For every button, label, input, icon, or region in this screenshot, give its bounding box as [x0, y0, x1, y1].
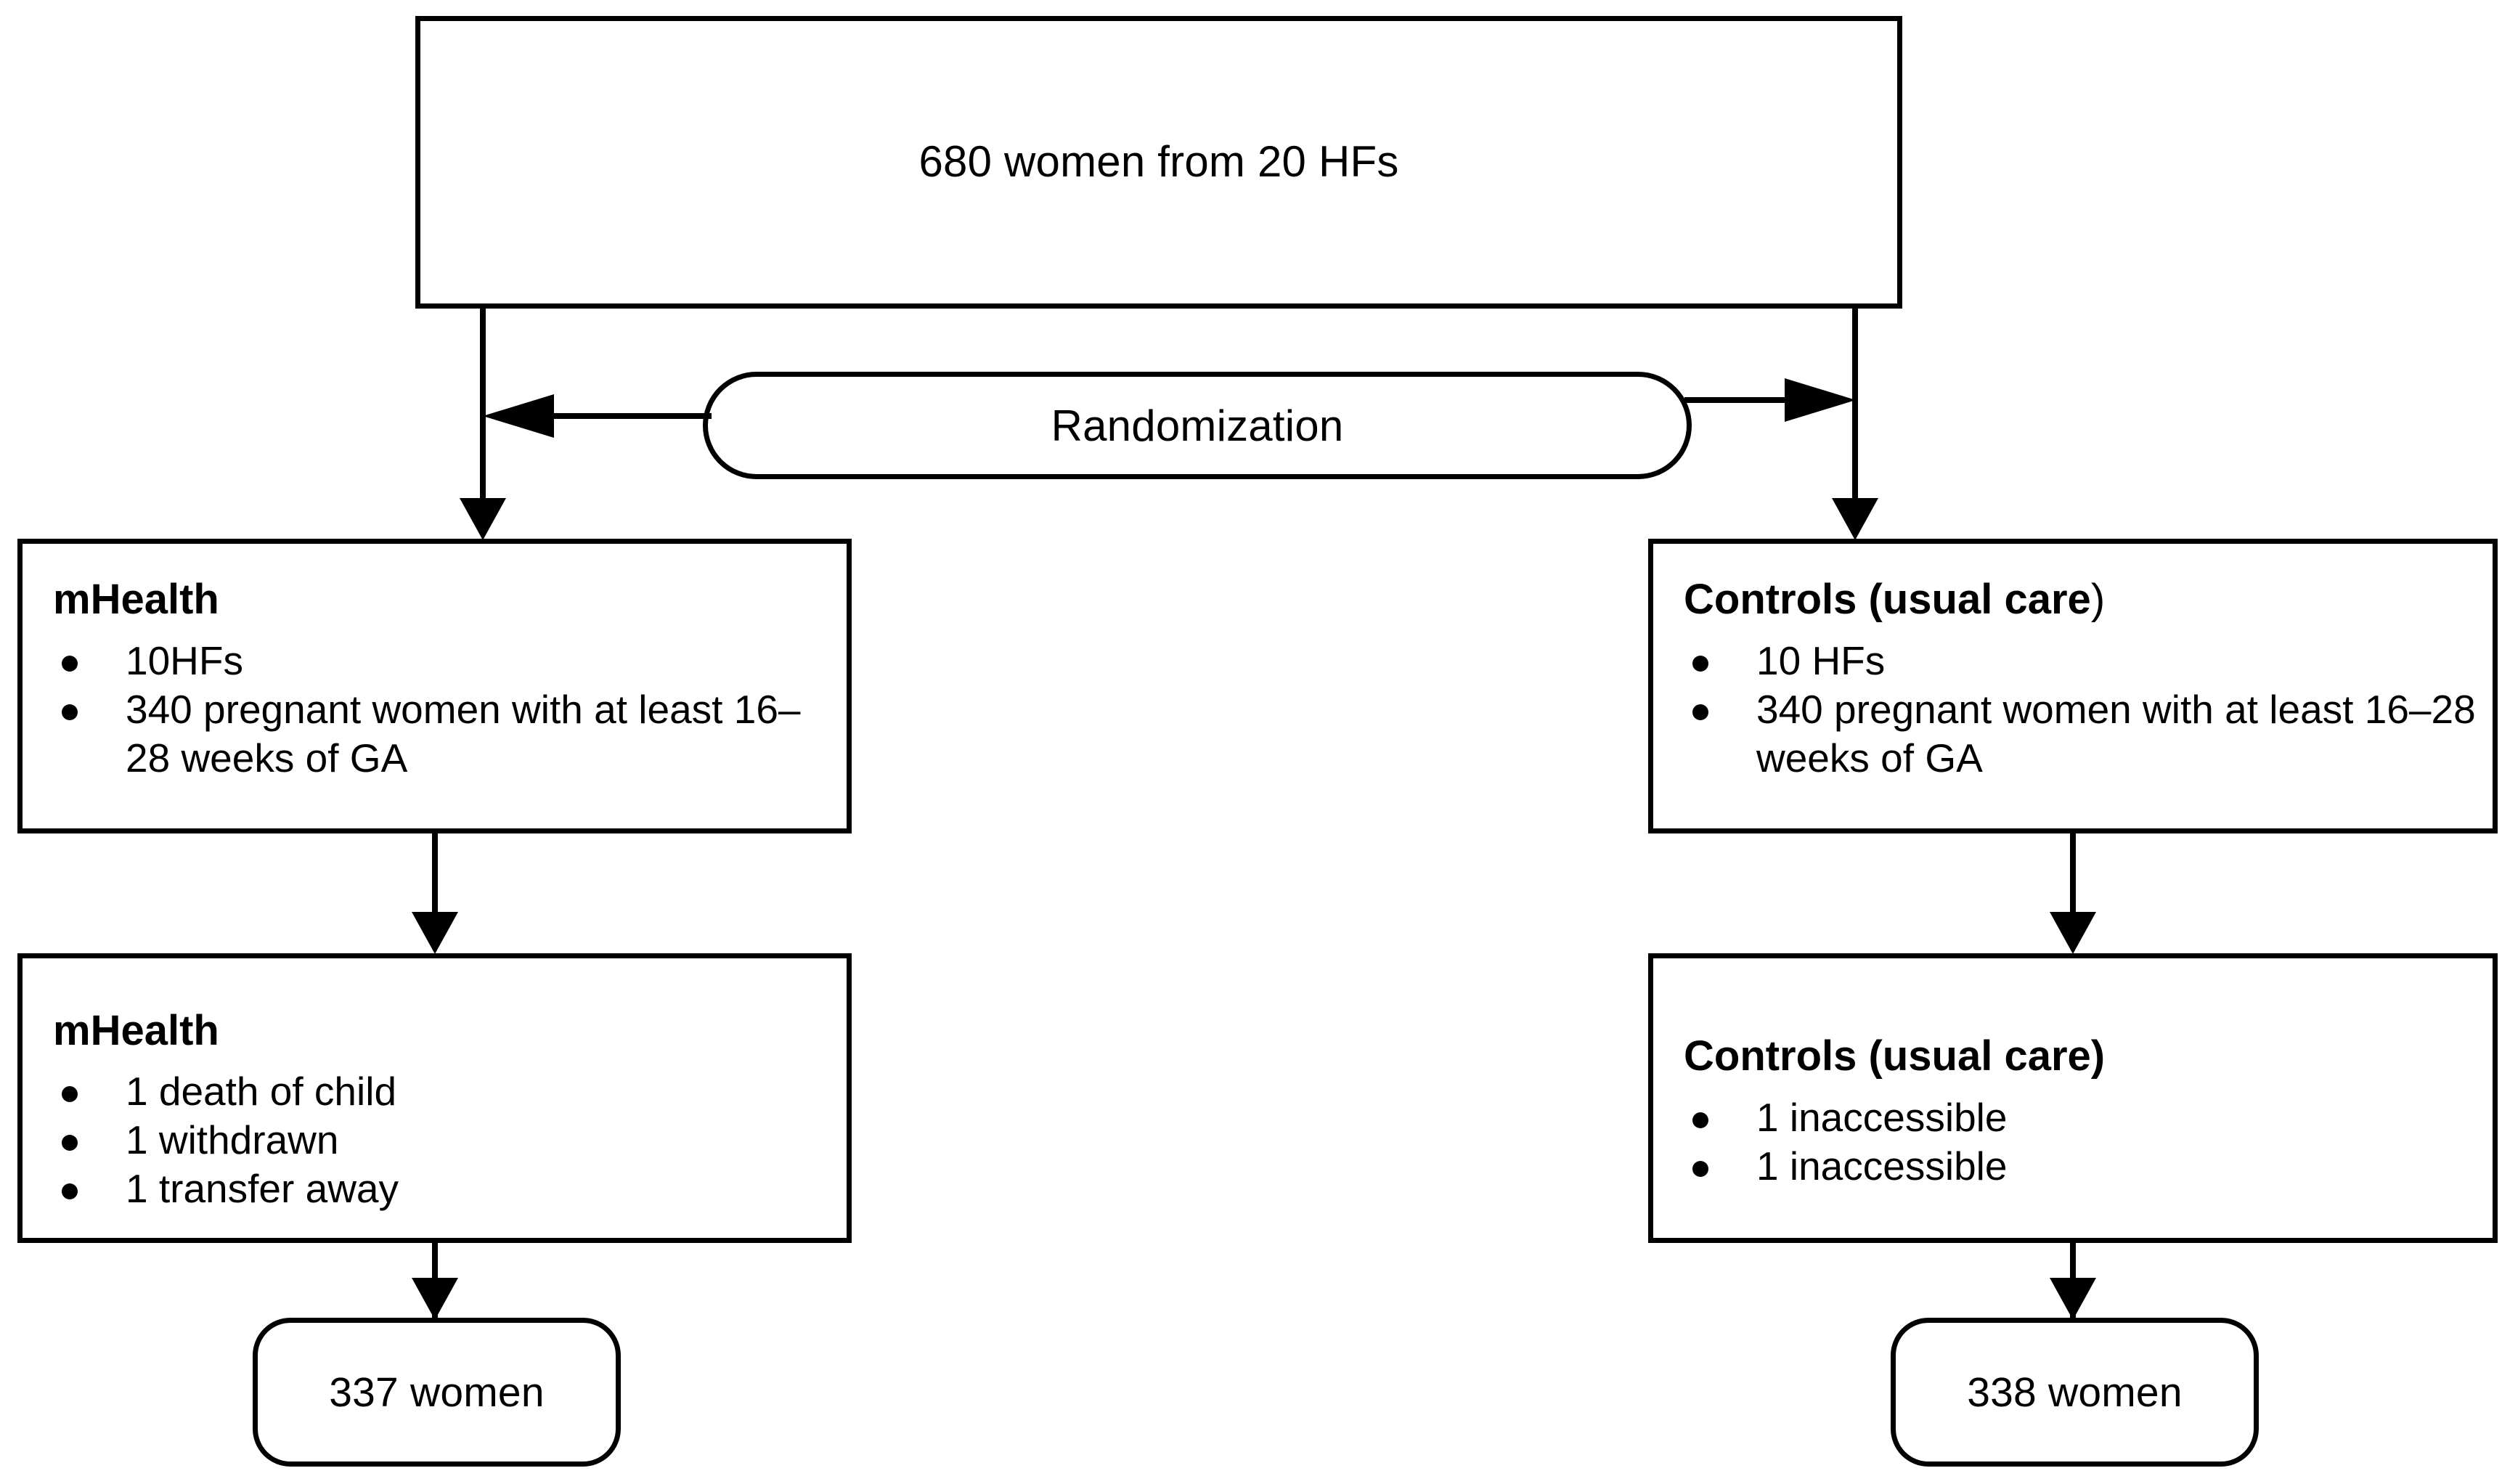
- intervention-losses-title: mHealth: [53, 1007, 219, 1054]
- control-arm-title-main: Controls (usual care: [1684, 576, 2091, 623]
- randomization-label: Randomization: [1051, 401, 1344, 450]
- intervention-arm-title: mHealth: [53, 576, 219, 623]
- list-item: 1 inaccessible: [1671, 1093, 2477, 1142]
- control-arm-box: Controls (usual care) 10 HFs 340 pregnan…: [1648, 539, 2498, 833]
- randomization-right-connector: [1684, 397, 1790, 403]
- connector-control-arm-to-losses: [2070, 833, 2076, 935]
- list-item: 10 HFs: [1671, 637, 2477, 685]
- control-losses-bullets: 1 inaccessible 1 inaccessible: [1671, 1093, 2477, 1191]
- control-losses-box: Controls (usual care) 1 inaccessible 1 i…: [1648, 953, 2498, 1243]
- intervention-analysed-label: 337 women: [329, 1369, 545, 1416]
- control-losses-title: Controls (usual care): [1684, 1032, 2106, 1080]
- intervention-losses-box: mHealth 1 death of child 1 withdrawn 1 t…: [17, 953, 852, 1243]
- control-arm-bullets: 10 HFs 340 pregnant women with at least …: [1671, 637, 2477, 783]
- list-item: 1 death of child: [40, 1067, 831, 1116]
- intervention-arm-bullets: 10HFs 340 pregnant women with at least 1…: [40, 637, 831, 783]
- connector-intervention-arm-to-losses: [432, 833, 438, 935]
- intervention-analysed-box: 337 women: [253, 1318, 621, 1467]
- list-item: 1 inaccessible: [1671, 1142, 2477, 1191]
- control-analysed-label: 338 women: [1967, 1369, 2183, 1416]
- control-arm-title-paren: ): [2090, 576, 2106, 623]
- arrowhead-to-intervention-box: [460, 498, 506, 540]
- intervention-arm-box: mHealth 10HFs 340 pregnant women with at…: [17, 539, 852, 833]
- arrowhead-control-losses: [2050, 912, 2096, 954]
- randomization-box: Randomization: [703, 372, 1692, 479]
- arrowhead-intervention-analysed: [412, 1278, 458, 1320]
- enrollment-box: 680 women from 20 HFs: [415, 16, 1902, 309]
- arrowhead-randomization-right: [1785, 378, 1856, 422]
- arrowhead-intervention-losses: [412, 912, 458, 954]
- control-arm-title: Controls (usual care): [1684, 576, 2105, 623]
- list-item: 340 pregnant women with at least 16–28 w…: [1671, 685, 2477, 783]
- randomization-left-connector: [552, 413, 712, 419]
- intervention-losses-bullets: 1 death of child 1 withdrawn 1 transfer …: [40, 1067, 831, 1213]
- list-item: 340 pregnant women with at least 16–28 w…: [40, 685, 831, 783]
- list-item: 1 transfer away: [40, 1165, 831, 1213]
- arrowhead-to-control-box: [1832, 498, 1878, 540]
- list-item: 10HFs: [40, 637, 831, 685]
- arrowhead-randomization-left: [483, 394, 554, 438]
- enrollment-label: 680 women from 20 HFs: [918, 137, 1399, 186]
- list-item: 1 withdrawn: [40, 1116, 831, 1165]
- arrowhead-control-analysed: [2050, 1278, 2096, 1320]
- control-analysed-box: 338 women: [1891, 1318, 2259, 1467]
